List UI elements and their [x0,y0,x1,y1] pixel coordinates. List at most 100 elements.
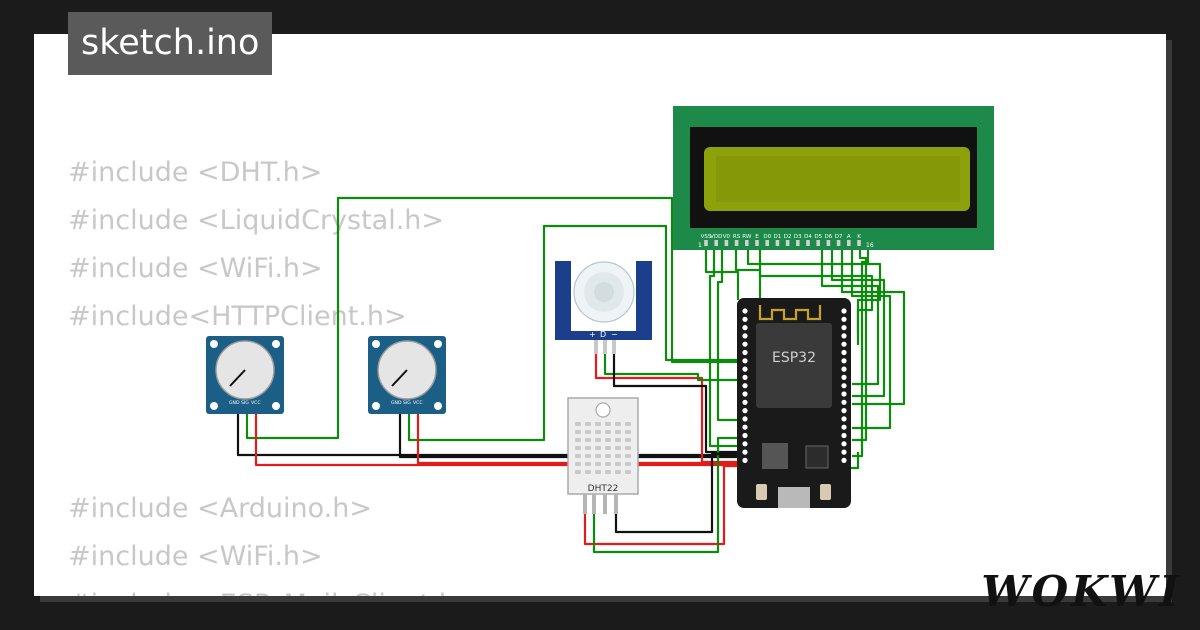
dht22-vent [625,422,631,426]
dht22-vent [595,454,601,458]
dht22-vent [585,470,591,474]
potentiometer-1: GND SIG VCC [206,336,284,414]
dht22-label: DHT22 [588,484,619,494]
preview-card: #include <DHT.h> #include <LiquidCrystal… [34,34,1166,596]
lcd-pin [826,240,831,246]
lcd-pin-label: D3 [794,234,802,240]
esp32-pin [742,383,748,389]
pir-pin-gnd-label: − [611,330,618,339]
esp32-pin [841,349,847,356]
esp32-pin [841,432,847,439]
esp32-pin [841,441,847,447]
dht22-vent [625,446,631,450]
lcd-pin-label: V0 [723,234,731,240]
esp32-pin [742,308,748,314]
esp32-devkit: ESP32 [737,298,851,508]
esp32-pin [841,383,847,389]
lcd-pin [806,240,810,246]
wire-pir-vcc [594,340,738,464]
wire-lcd-rs [734,246,762,300]
esp32-pin [742,374,748,380]
dht22-grille [575,422,631,474]
wire-pot1-sig [245,196,738,440]
esp32-pin [841,424,847,430]
lcd-pin [796,240,800,246]
code-line: #include <WiFi.h> [68,541,323,572]
pir-sensor: + D − [555,261,652,354]
dht22-vent [575,438,581,442]
dht22-vent [585,462,591,466]
lcd-pin-label: D7 [835,234,843,240]
dht22-vent [625,470,631,474]
potentiometer-2: GND SIG VCC [368,336,446,414]
lcd-pin [785,240,790,246]
pot2-sig-label: SIG [403,400,411,406]
pot1-sig-label: SIG [241,400,249,406]
wire-lcd-rw [746,246,882,334]
esp32-pin [841,316,847,322]
esp32-pin [742,358,748,364]
dht22-vent [585,430,591,434]
pot1-vcc-label: VCC [251,400,261,406]
lcd-pin [745,240,749,246]
lcd-pin-label: K [857,234,861,240]
wokwi-logo: WOKWI [981,567,1182,616]
esp32-pin [841,341,847,347]
esp32-pin [742,457,748,463]
dht22-vent [595,430,601,434]
esp32-pin [742,391,748,397]
esp32-pin [841,325,847,331]
dht22-vent [625,430,631,434]
dht22-vent [575,462,581,466]
esp32-pin [841,358,847,364]
dht22-vent [615,454,621,458]
lcd-pin [857,240,861,246]
pir-pin-data-label: D [600,330,606,339]
dht22-vent [615,462,621,466]
dht22-vent [605,454,611,458]
dht22-vent [615,430,621,434]
dht22-vent [605,462,611,466]
sketch-file-title: sketch.ino [68,12,273,75]
dht22-vent [575,454,581,458]
dht22-vent [595,438,601,442]
lcd-pin [734,240,739,246]
dht22-vent [605,422,611,426]
dht22-vent [575,422,581,426]
dht22-vent [615,446,621,450]
lcd-pin-label: E [755,234,759,240]
dht22-vent [605,438,611,442]
dht22-vent [575,446,581,450]
esp32-pin [841,333,847,339]
esp32-pin [742,333,748,339]
lcd-pin-label: VDD [710,234,722,240]
pir-pin-vcc-label: + [589,330,596,339]
esp32-pin [841,391,847,397]
esp32-pin [841,308,847,314]
esp32-pin [841,449,847,455]
wire-lcd-d7 [850,246,892,430]
dht22-vent [625,462,631,466]
wire-pot1-gnd [236,410,738,457]
dht22-vent [605,430,611,434]
dht22-vent [605,470,611,474]
dht22-sensor: DHT22 [567,397,639,514]
dht22-vent [605,446,611,450]
lcd-pin-label: RS [733,234,741,240]
esp32-pin [742,432,748,439]
lcd-pin-label: D1 [774,234,782,240]
lcd-pin [704,240,708,246]
esp32-pin [742,424,748,430]
esp32-pin [841,408,847,414]
dht22-vent [575,430,581,434]
lcd-pin-label: D0 [763,234,771,240]
dht22-vent [585,438,591,442]
code-line: #include <ESP_Mail_Client.h> [68,581,478,596]
esp32-pin [841,457,847,463]
lcd-pin [836,240,841,246]
wire-dht-data [592,436,738,554]
dht22-vent [625,454,631,458]
